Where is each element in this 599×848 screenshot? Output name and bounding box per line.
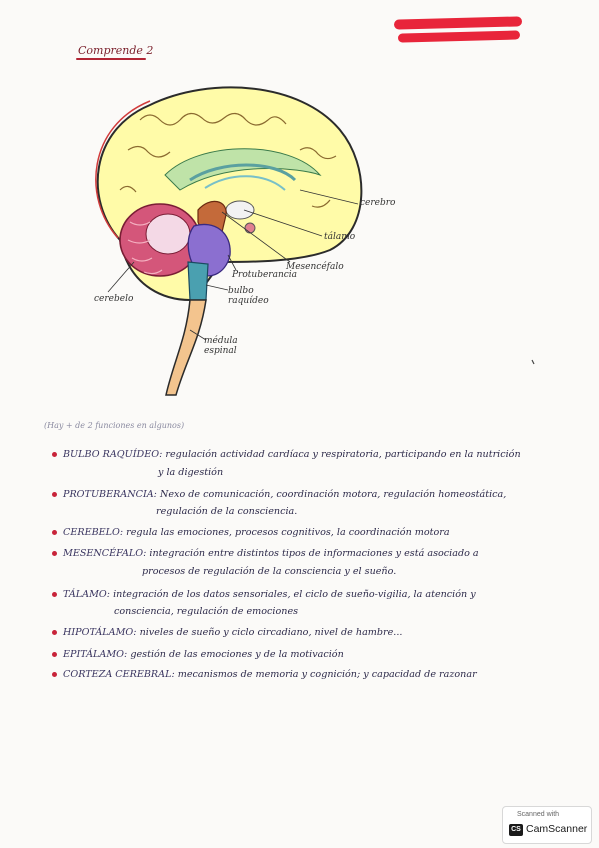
bullet [52,630,57,635]
label-bulbo: bulbo raquídeo [228,286,269,306]
bullet [52,492,57,497]
function-term: BULBO RAQUÍDEO: [63,449,163,460]
function-row-talamo: TÁLAMO: integración de los datos sensori… [52,588,476,601]
function-desc: niveles de sueño y ciclo circadiano, niv… [139,627,403,638]
functions-note: (Hay + de 2 funciones en algunos) [44,421,185,430]
function-desc: mecanismos de memoria y cognición; y cap… [177,669,477,680]
function-desc: integración entre distintos tipos de inf… [149,548,479,559]
label-cerebelo: cerebelo [94,294,134,304]
page-title: Comprende 2 [78,44,154,57]
camscanner-logo-icon: CS [509,824,523,836]
function-cont-talamo: consciencia, regulación de emociones [114,606,299,617]
function-term: MESENCÉFALO: [63,548,147,559]
function-cont-protuberancia: regulación de la consciencia. [156,506,298,517]
function-term: CORTEZA CEREBRAL: [63,669,175,680]
label-talamo: tálamo [324,232,356,242]
function-term: EPITÁLAMO: [63,649,128,660]
bullet [52,592,57,597]
function-row-hipotalamo: HIPOTÁLAMO: niveles de sueño y ciclo cir… [52,626,402,639]
function-cont-mesencefalo: procesos de regulación de la consciencia… [142,566,397,577]
function-row-epitalamo: EPITÁLAMO: gestión de las emociones y de… [52,648,344,661]
function-row-protuberancia: PROTUBERANCIA: Nexo de comunicación, coo… [52,488,506,501]
thalamus-shape [225,200,255,220]
function-desc: regulación actividad cardíaca y respirat… [165,449,521,460]
cerebellum-folds [127,221,163,275]
leader-talamo [243,209,323,237]
function-term: PROTUBERANCIA: [63,489,157,500]
bullet [52,452,57,457]
function-term: CEREBELO: [63,527,124,538]
bullet [52,672,57,677]
function-row-mesencefalo: MESENCÉFALO: integración entre distintos… [52,547,479,560]
function-cont-bulbo: y la digestión [158,467,224,478]
function-row-cerebelo: CEREBELO: regula las emociones, procesos… [52,526,450,539]
cerebellum-core [145,213,191,255]
spinal-cord-shape [165,299,207,396]
leader-mesencefalo [221,211,291,263]
corpus-callosum [164,148,322,191]
inner-arc [189,163,297,182]
leader-medula [189,329,207,341]
function-row-corteza: CORTEZA CEREBRAL: mecanismos de memoria … [52,668,477,681]
cortex-rim [95,100,151,239]
medulla-shape [187,261,209,301]
leader-cerebro [299,189,359,205]
title-underline [76,58,146,60]
gyri-lines [119,112,337,208]
function-term: HIPOTÁLAMO: [63,627,137,638]
function-row-bulbo: BULBO RAQUÍDEO: regulación actividad car… [52,448,521,461]
camscanner-badge: Scanned with CS CamScanner [502,806,592,844]
label-medula: médula espinal [204,336,238,356]
badge-caption: Scanned with [517,811,560,818]
label-mesencefalo: Mesencéfalo [286,262,344,272]
function-desc: gestión de las emociones y de la motivac… [130,649,344,660]
leader-protuberancia [227,254,237,271]
hypothalamus-shape [244,222,256,234]
function-desc: integración de los datos sensoriales, el… [113,589,476,600]
brain-diagram [95,86,535,396]
label-cerebro: cerebro [360,198,396,208]
leader-bulbo [205,284,229,291]
pen-mark [531,359,535,365]
bullet [52,652,57,657]
function-desc: Nexo de comunicación, coordinación motor… [159,489,507,500]
label-protuberancia: Protuberancia [232,270,298,280]
inner-arc-2 [204,175,286,191]
bullet [52,551,57,556]
function-desc: regula las emociones, procesos cognitivo… [126,527,450,538]
function-term: TÁLAMO: [63,589,111,600]
leader-cerebelo [107,261,135,293]
bullet [52,530,57,535]
badge-name: CamScanner [526,823,588,835]
